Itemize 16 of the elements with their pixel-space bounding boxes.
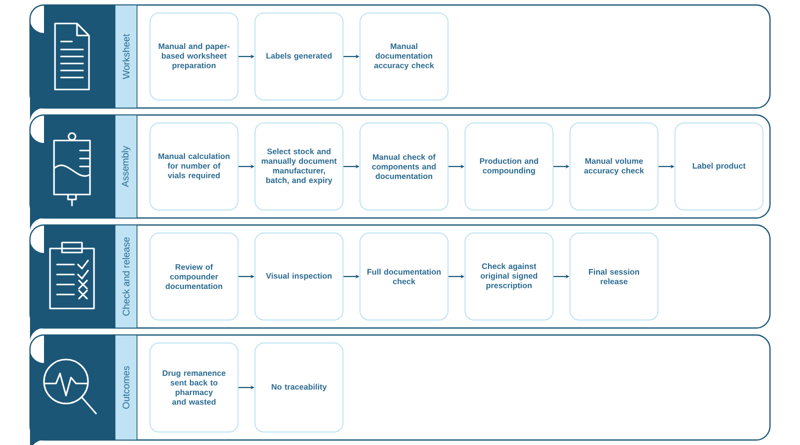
step-box: Drug remanence sent back to pharmacy and wasted [150,342,238,432]
step-box: Final session release [570,232,658,320]
step-box: Full documentation check [360,232,448,320]
step-box: Labels generated [254,12,344,100]
step-box: Review of compounder documentation [150,232,238,320]
step-box: Check against original signed prescription [464,232,554,320]
step-box: Manual volume accuracy check [570,122,658,210]
step-box: Production and compounding [464,122,554,210]
step-box: Manual check of components and documentation [360,122,448,210]
step-box: Manual and paper-based worksheet preparation [150,12,238,100]
step-box: Select stock and manually document manufacturer, batch, and expiry [254,122,344,210]
step-box: No traceability [254,342,344,432]
step-box: Visual inspection [254,232,344,320]
step-box: Manual documentation accuracy check [360,12,448,100]
step-box: Manual calculation for number of vials required [150,122,238,210]
step-box: Label product [674,122,764,210]
